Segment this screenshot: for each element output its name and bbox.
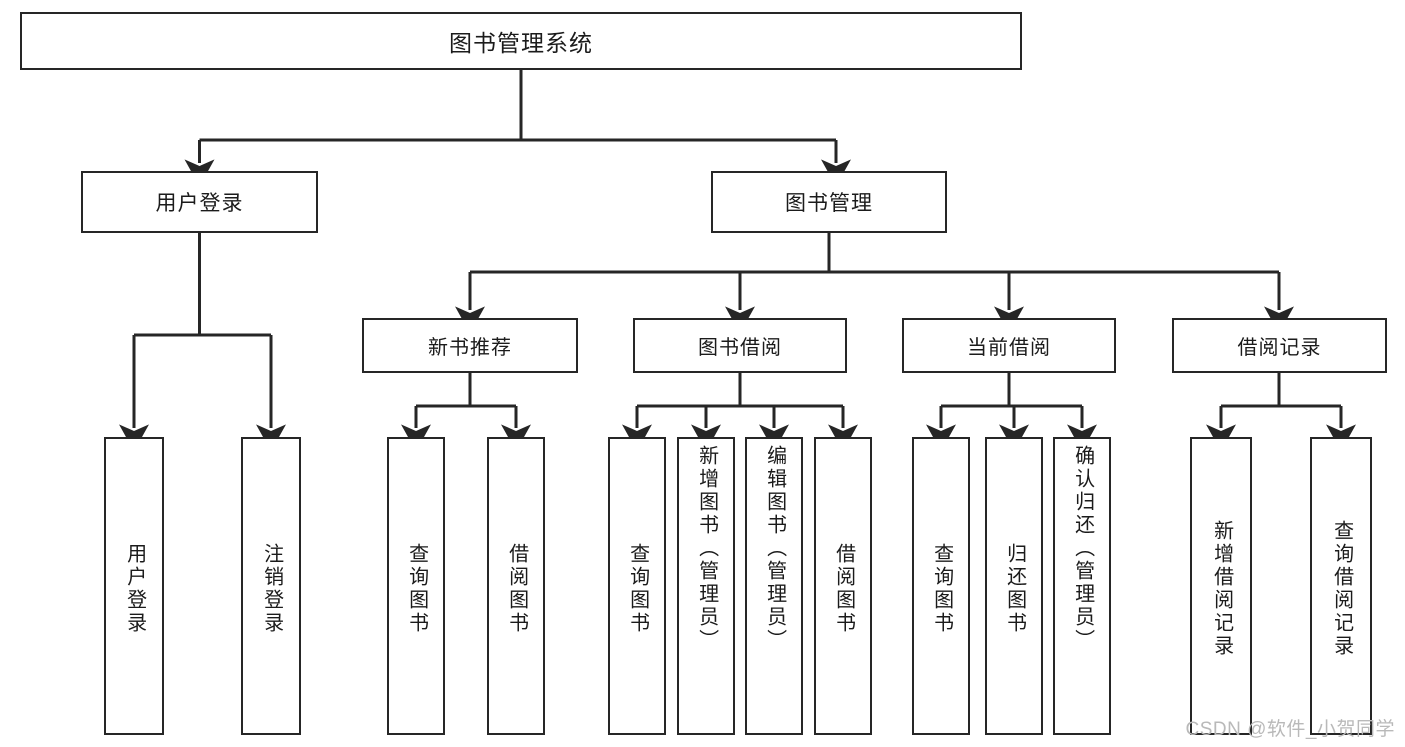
node-label: 查询图书 [626,543,649,635]
node-book-management[interactable]: 图书管理 [711,171,947,233]
node-label: 编辑图书（管理员） [763,445,786,652]
node-label: 借阅记录 [1237,337,1322,359]
node-borrowing-record[interactable]: 借阅记录 [1172,318,1387,373]
node-label: 用户登录 [155,192,244,215]
node-leaf-return-book[interactable]: 归还图书 [985,437,1043,735]
node-leaf-user-login[interactable]: 用户登录 [104,437,164,735]
node-label: 查询借阅记录 [1330,520,1353,658]
node-leaf-query-book-rec[interactable]: 查询图书 [387,437,445,735]
node-leaf-edit-book-admin[interactable]: 编辑图书（管理员） [745,437,803,735]
node-label: 新增图书（管理员） [695,445,718,652]
node-leaf-borrow-book[interactable]: 借阅图书 [814,437,872,735]
node-label: 新书推荐 [428,337,512,359]
node-leaf-confirm-return-admin[interactable]: 确认归还（管理员） [1053,437,1111,735]
node-label: 注销登录 [260,543,283,635]
node-current-borrowing[interactable]: 当前借阅 [902,318,1116,373]
node-label: 图书管理系统 [449,30,593,56]
node-label: 新增借阅记录 [1210,520,1233,658]
node-leaf-add-borrow-record[interactable]: 新增借阅记录 [1190,437,1252,735]
node-label: 查询图书 [930,543,953,635]
node-label: 查询图书 [405,543,428,635]
node-leaf-logout[interactable]: 注销登录 [241,437,301,735]
node-label: 借阅图书 [832,543,855,635]
node-label: 借阅图书 [505,543,528,635]
node-label: 用户登录 [123,543,146,635]
node-leaf-query-book-current[interactable]: 查询图书 [912,437,970,735]
node-leaf-query-borrow-record[interactable]: 查询借阅记录 [1310,437,1372,735]
node-label: 确认归还（管理员） [1071,445,1094,652]
node-leaf-query-book-borrow[interactable]: 查询图书 [608,437,666,735]
node-root-book-management-system[interactable]: 图书管理系统 [20,12,1022,70]
node-label: 图书借阅 [698,337,782,359]
node-label: 归还图书 [1003,543,1026,635]
node-new-book-recommendation[interactable]: 新书推荐 [362,318,578,373]
node-user-login[interactable]: 用户登录 [81,171,318,233]
node-label: 图书管理 [785,192,873,215]
node-book-borrowing[interactable]: 图书借阅 [633,318,847,373]
node-leaf-borrow-book-rec[interactable]: 借阅图书 [487,437,545,735]
node-leaf-add-book-admin[interactable]: 新增图书（管理员） [677,437,735,735]
node-label: 当前借阅 [967,337,1051,359]
watermark-text: CSDN @软件_小贺同学 [1185,719,1395,740]
